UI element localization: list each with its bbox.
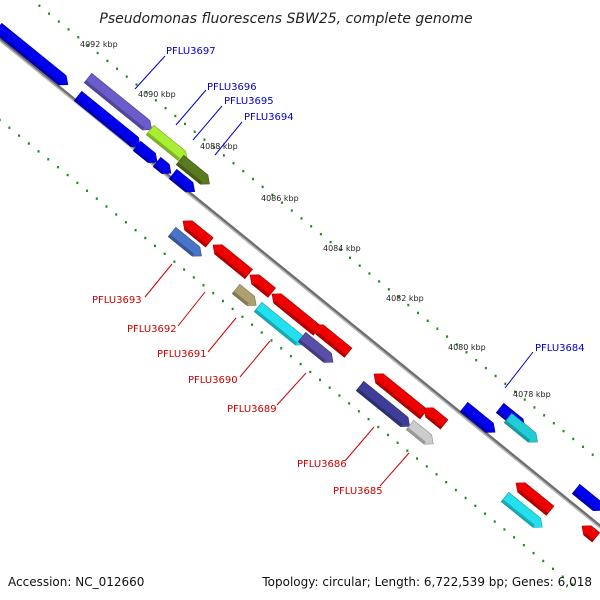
kbp-label: 4084 kbp <box>323 244 361 253</box>
kbp-scale: 4092 kbp 4090 kbp 4088 kbp 4086 kbp 4084… <box>80 40 551 399</box>
gene-arrow[interactable] <box>512 478 555 516</box>
gene-arrow[interactable] <box>310 320 353 358</box>
accession-text: Accession: NC_012660 <box>8 575 144 589</box>
gene-arrow[interactable] <box>268 289 322 336</box>
gene-arrow[interactable] <box>370 369 428 420</box>
gene-arrow[interactable] <box>578 521 600 543</box>
gene-arrow-pflu3697[interactable] <box>83 72 155 134</box>
gene-arrow-pflu3691[interactable] <box>231 283 260 310</box>
gene-label-pflu3684[interactable]: PFLU3684 <box>535 343 585 354</box>
gene-arrow-pflu3690[interactable] <box>253 301 308 349</box>
gene-label-pflu3694[interactable]: PFLU3694 <box>244 112 294 123</box>
genome-summary-text: Topology: circular; Length: 6,722,539 bp… <box>261 575 592 589</box>
kbp-label: 4092 kbp <box>80 40 118 49</box>
gene-arrow[interactable] <box>0 22 72 89</box>
gene-arrow-pflu3695[interactable] <box>175 154 213 188</box>
gene-label-pflu3693[interactable]: PFLU3693 <box>92 295 142 306</box>
gene-label-pflu3685[interactable]: PFLU3685 <box>333 486 383 497</box>
gene-arrow[interactable] <box>571 483 600 515</box>
gene-label-pflu3695[interactable]: PFLU3695 <box>224 96 274 107</box>
gene-arrow-pflu3694[interactable] <box>168 168 198 196</box>
kbp-label: 4088 kbp <box>200 142 238 151</box>
map-title: Pseudomonas fluorescens SBW25, complete … <box>99 11 472 27</box>
gene-arrow-pflu3693[interactable] <box>167 226 205 260</box>
gene-arrow-pflu3686[interactable] <box>355 380 413 431</box>
gene-arrow[interactable] <box>179 216 214 248</box>
gene-label-pflu3697[interactable]: PFLU3697 <box>166 46 216 57</box>
gene-features <box>0 22 600 543</box>
gene-arrow-pflu3685[interactable] <box>405 419 437 448</box>
gene-arrow-pflu3689[interactable] <box>297 331 337 367</box>
gene-arrow[interactable] <box>73 90 144 151</box>
gene-label-pflu3696[interactable]: PFLU3696 <box>207 82 257 93</box>
gene-label-pflu3692[interactable]: PFLU3692 <box>127 324 177 335</box>
kbp-label: 4086 kbp <box>261 194 299 203</box>
gene-arrow-pflu3684[interactable] <box>503 412 541 446</box>
kbp-label: 4078 kbp <box>513 390 551 399</box>
gene-label-pflu3690[interactable]: PFLU3690 <box>188 375 238 386</box>
gene-arrow[interactable] <box>459 401 499 437</box>
kbp-label: 4090 kbp <box>138 90 176 99</box>
gene-label-pflu3691[interactable]: PFLU3691 <box>157 349 207 360</box>
gene-label-pflu3686[interactable]: PFLU3686 <box>297 459 347 470</box>
kbp-label: 4080 kbp <box>448 343 486 352</box>
gene-arrow-pflu3692[interactable] <box>209 240 253 280</box>
gene-arrow[interactable] <box>246 270 276 298</box>
gene-label-pflu3689[interactable]: PFLU3689 <box>227 404 277 415</box>
gene-arrow[interactable] <box>500 491 546 532</box>
gene-arrow[interactable] <box>420 403 449 430</box>
position-ticks <box>0 4 594 586</box>
kbp-label: 4082 kbp <box>386 294 424 303</box>
gene-arrow[interactable] <box>152 156 175 178</box>
gene-arrow[interactable] <box>132 140 161 167</box>
gene-labels: PFLU3697 PFLU3696 PFLU3695 PFLU3694 PFLU… <box>92 46 585 497</box>
callout-lines <box>134 55 534 487</box>
